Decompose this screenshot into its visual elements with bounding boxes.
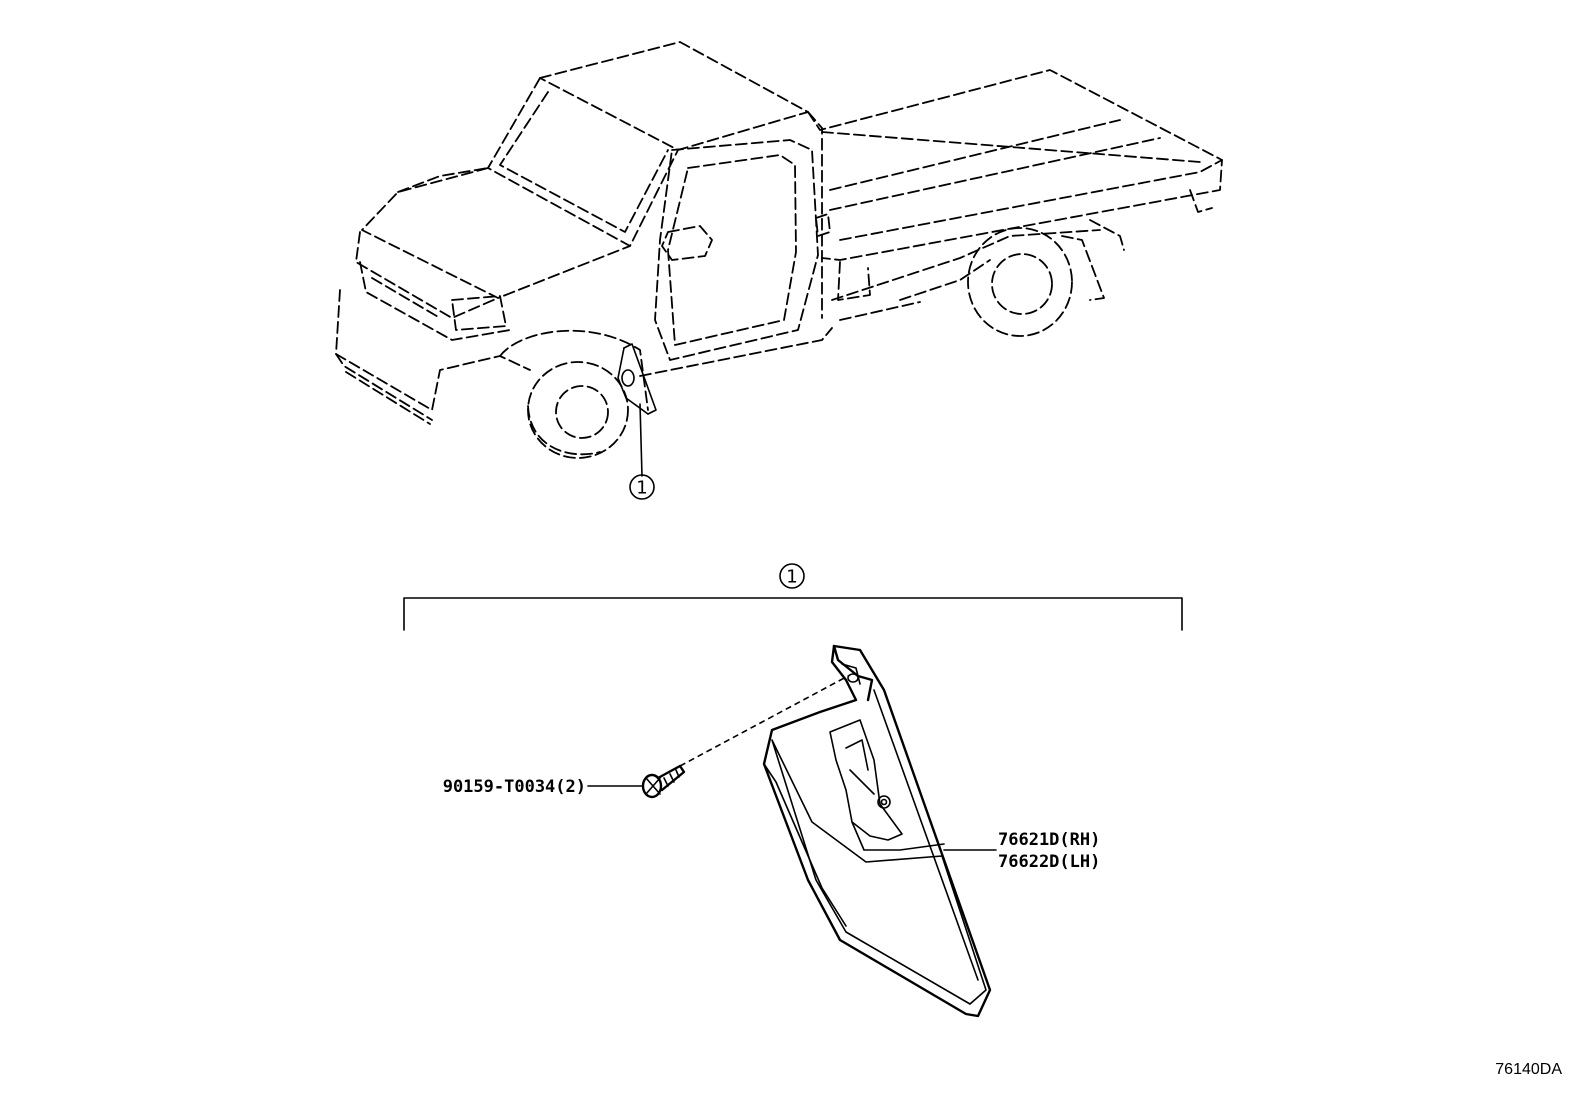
truck-illustration bbox=[335, 41, 1223, 477]
truck-callout-circle bbox=[629, 474, 655, 500]
assembly-line bbox=[679, 675, 849, 767]
bolt-part bbox=[587, 764, 686, 799]
illustration-code: 76140DA bbox=[1495, 1061, 1562, 1078]
group-callout-number: 1 bbox=[786, 567, 797, 588]
truck-callout: 1 bbox=[629, 474, 655, 500]
mudguard-lh-part-number: 76622D(LH) bbox=[998, 852, 1100, 872]
mudguard-part bbox=[762, 644, 997, 1018]
group-bracket-line bbox=[403, 597, 1183, 631]
group-bracket: 1 bbox=[403, 563, 1183, 631]
mudguard-rh-part-number: 76621D(RH) bbox=[998, 830, 1100, 850]
truck-callout-number: 1 bbox=[636, 478, 647, 499]
group-callout-circle bbox=[779, 563, 805, 589]
bolt-part-number: 90159-T0034(2) bbox=[443, 777, 586, 797]
